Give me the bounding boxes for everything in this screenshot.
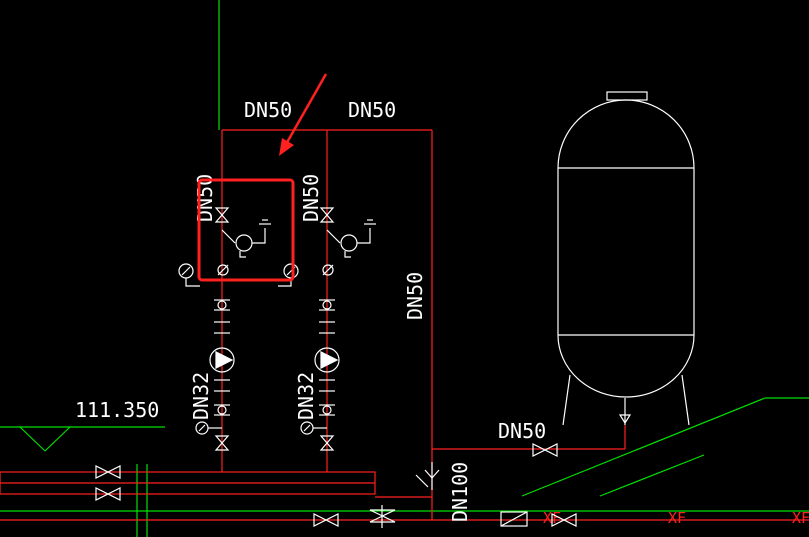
union-icon	[217, 264, 229, 276]
annotation-arrow-head	[279, 138, 294, 156]
annotation-arrow	[283, 73, 328, 147]
gate-valve-icon	[319, 207, 335, 223]
valve-outlet-icon	[313, 513, 339, 527]
pipe-code-xf-3: XF	[792, 509, 809, 527]
left-branch-symbols	[178, 207, 299, 451]
gate-valve-icon	[214, 207, 230, 223]
gate-valve-lower-icon	[214, 435, 230, 451]
label-top-right-dn50: DN50	[348, 98, 396, 122]
label-main-riser-dn50: DN50	[403, 272, 427, 320]
label-pump-right-dn32: DN32	[294, 372, 318, 420]
pressure-switch-icon	[340, 234, 358, 252]
pipe-code-xf-2: XF	[668, 509, 686, 527]
valve-xf-icon	[551, 513, 577, 527]
right-branch-symbols	[300, 207, 376, 451]
label-pump-left-dn32: DN32	[189, 372, 213, 420]
elevation-label: 111.350	[75, 398, 159, 422]
valve-upper-icon	[95, 465, 121, 479]
pump-right-icon	[314, 347, 340, 373]
annotation-overlay	[197, 73, 328, 282]
valve-lower-icon	[95, 487, 121, 501]
pump-left-icon	[209, 347, 235, 373]
label-outlet-dn100: DN100	[448, 462, 472, 522]
check-valve-icon	[369, 509, 396, 523]
pressure-switch-icon	[235, 234, 253, 252]
label-tank-feed-dn50: DN50	[498, 419, 546, 443]
label-riser-left-dn50: DN50	[193, 174, 217, 222]
highlight-box	[197, 178, 295, 282]
flow-meter-icon	[500, 511, 528, 527]
pressure-tank	[557, 91, 695, 426]
label-riser-right-dn50: DN50	[299, 174, 323, 222]
valve-tank-feed-icon	[532, 443, 558, 457]
label-top-left-dn50: DN50	[244, 98, 292, 122]
base-valves	[95, 443, 577, 528]
